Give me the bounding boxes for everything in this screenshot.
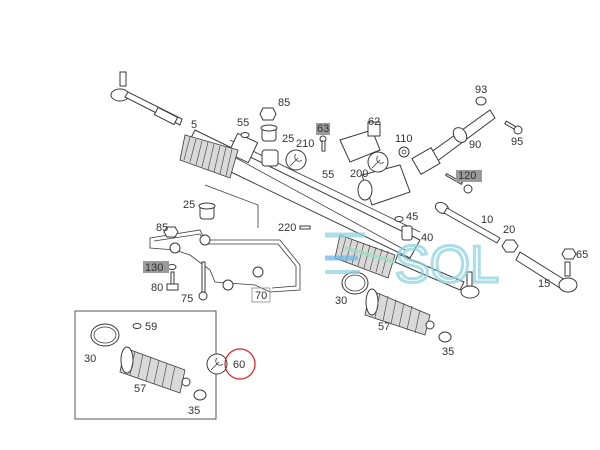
label-57-main[interactable]: 57 (378, 321, 390, 333)
nut-93[interactable] (475, 96, 487, 106)
nut-85-lower[interactable] (163, 226, 179, 238)
red-circle-60 (224, 348, 256, 380)
label-110[interactable]: 110 (395, 133, 413, 145)
label-130[interactable]: 130 (145, 262, 163, 274)
bolt-80[interactable] (166, 271, 179, 291)
valve-body-62[interactable] (339, 121, 381, 163)
label-15[interactable]: 15 (538, 278, 550, 290)
label-95[interactable]: 95 (511, 136, 523, 148)
label-90[interactable]: 90 (469, 139, 481, 151)
right-outer-tie-rod[interactable] (394, 253, 480, 299)
bolt-75[interactable] (198, 261, 208, 301)
highlight-63 (316, 123, 330, 135)
nut-85-top[interactable] (259, 107, 277, 121)
label-85-top[interactable]: 85 (278, 97, 290, 109)
label-80[interactable]: 80 (151, 282, 163, 294)
steering-shaft-90[interactable] (411, 109, 496, 175)
label-59[interactable]: 59 (145, 321, 157, 333)
label-85-lower[interactable]: 85 (156, 222, 168, 234)
label-30-inset[interactable]: 30 (84, 353, 96, 365)
label-57-inset[interactable]: 57 (134, 383, 146, 395)
sol-watermark: SOL (325, 232, 501, 296)
inner-tie-rod-10[interactable] (433, 200, 501, 244)
label-75[interactable]: 75 (181, 293, 193, 305)
washer-55-top[interactable] (240, 132, 250, 138)
left-rack-boot[interactable] (179, 134, 239, 179)
label-65[interactable]: 65 (576, 249, 588, 261)
inset-boot-57[interactable] (119, 346, 191, 394)
label-5[interactable]: 5 (191, 119, 197, 131)
box-70 (251, 287, 271, 303)
steering-rack[interactable] (184, 129, 421, 259)
label-20[interactable]: 20 (503, 224, 515, 236)
bushing-25-top[interactable] (260, 124, 278, 142)
bolt-63[interactable] (319, 135, 327, 152)
label-35-main[interactable]: 35 (442, 346, 454, 358)
nut-20[interactable] (501, 239, 519, 253)
left-tie-rod-end[interactable] (110, 71, 183, 126)
part-110-bushing[interactable] (398, 146, 410, 158)
label-62[interactable]: 62 (368, 116, 380, 128)
label-35-inset[interactable]: 35 (188, 405, 200, 417)
clamp-35[interactable] (438, 331, 452, 343)
label-70[interactable]: 70 (255, 290, 267, 302)
label-120[interactable]: 120 (458, 170, 476, 182)
inset-washer-59[interactable] (132, 323, 142, 329)
label-10[interactable]: 10 (481, 214, 493, 226)
mounting-bracket[interactable] (149, 229, 301, 293)
bolt-95[interactable] (504, 120, 523, 135)
highlight-120 (456, 170, 482, 182)
part-40[interactable] (401, 225, 413, 241)
label-200[interactable]: 200 (350, 168, 368, 180)
inset-wrench-icon (206, 353, 228, 375)
bushing-25-lower[interactable] (198, 202, 216, 220)
label-220[interactable]: 220 (278, 222, 296, 234)
label-93[interactable]: 93 (475, 84, 487, 96)
nut-65[interactable] (561, 248, 577, 260)
inset-clamp-30[interactable] (90, 323, 120, 347)
inset-clamp-35[interactable] (193, 389, 207, 401)
bolt-220[interactable] (299, 225, 311, 230)
washer-130[interactable] (167, 264, 177, 270)
clamp-30[interactable] (341, 271, 369, 295)
boot-57[interactable] (364, 288, 435, 336)
wrench-icon-200 (367, 151, 389, 173)
washer-45[interactable] (394, 216, 404, 222)
label-60[interactable]: 60 (233, 359, 245, 371)
label-55-top[interactable]: 55 (237, 117, 249, 129)
inset-repair-kit-box (74, 310, 228, 420)
label-25-top[interactable]: 25 (282, 133, 294, 145)
label-25-lower[interactable]: 25 (183, 199, 195, 211)
label-63[interactable]: 63 (317, 123, 329, 135)
label-210[interactable]: 210 (296, 138, 314, 150)
label-30-main[interactable]: 30 (335, 295, 347, 307)
wrench-icon-210 (285, 149, 307, 171)
label-45[interactable]: 45 (406, 211, 418, 223)
watermark-text: SOL (395, 236, 499, 294)
electric-motor-200[interactable] (357, 164, 411, 206)
label-40[interactable]: 40 (421, 232, 433, 244)
tie-rod-end-15[interactable] (515, 251, 578, 293)
leader-line-25 (204, 184, 259, 228)
highlight-130 (143, 261, 169, 273)
label-55-mid[interactable]: 55 (322, 169, 334, 181)
